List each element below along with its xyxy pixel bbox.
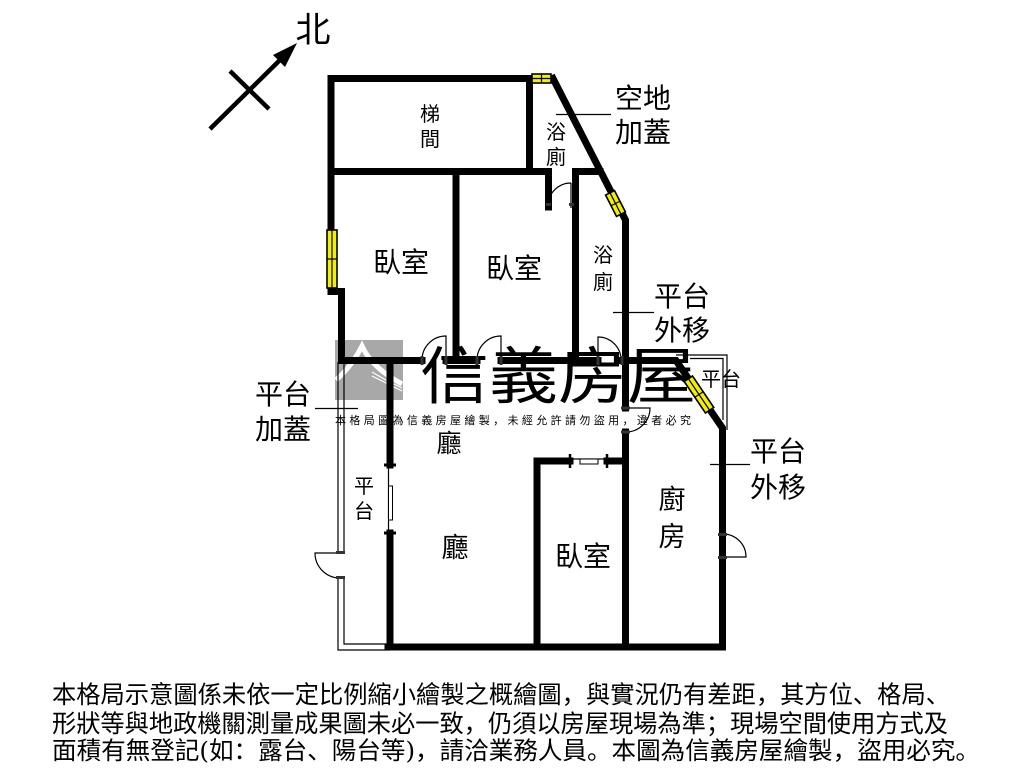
room-bathroom-right: 浴 廁 — [593, 243, 613, 294]
room-platform-left: 平 台 — [354, 474, 374, 523]
annotation-line: 外移 — [750, 471, 806, 504]
room-labels: 梯 間 浴 廁 臥室 臥室 浴 廁 平台 廳 平 台 廳 臥室 廚 房 — [354, 102, 741, 573]
compass-arrow-shaft — [208, 55, 285, 131]
annotation-line: 空地 — [615, 82, 671, 115]
room-label-line: 浴 — [593, 243, 613, 267]
annotation-platform-relocated-upper: 平台 外移 — [654, 280, 710, 347]
annotation-line: 平台 — [255, 378, 311, 411]
room-label-line: 浴 — [546, 120, 566, 144]
bedroom-bottom-window — [568, 454, 609, 468]
watermark-notice: 本格局圖為信義房屋繪製，未經允許請勿盜用，違者必究 — [335, 413, 691, 427]
annotation-platform-extension: 平台 加蓋 — [255, 378, 311, 446]
north-compass: 北 — [208, 11, 331, 131]
door-bedroom-left — [420, 335, 448, 365]
annotation-vacant-land-extension: 空地 加蓋 — [615, 82, 671, 149]
room-platform-right: 平台 — [701, 367, 741, 391]
room-living-lower: 廳 — [442, 533, 469, 564]
annotation-line: 加蓋 — [255, 413, 311, 446]
platform-outlines — [337, 354, 728, 651]
window-left — [326, 229, 338, 289]
room-label-line: 廁 — [593, 270, 613, 294]
door-platform — [314, 551, 345, 579]
living-room-window — [384, 463, 396, 535]
window-diagonal-upper — [604, 189, 627, 218]
annotation-line: 外移 — [654, 314, 710, 347]
annotation-line: 平台 — [750, 435, 806, 468]
door-kitchen-exterior — [718, 533, 747, 559]
room-label-line: 房 — [659, 522, 686, 553]
leader-lines — [315, 113, 750, 466]
compass-cross-line — [228, 69, 271, 111]
windows — [326, 73, 715, 415]
annotation-line: 平台 — [654, 280, 710, 313]
door-bathroom-top — [546, 182, 574, 208]
doors — [314, 182, 747, 579]
door-bathroom-right — [596, 336, 624, 365]
room-label-line: 平 — [354, 474, 374, 498]
annotation-platform-relocated-lower: 平台 外移 — [750, 435, 806, 504]
door-bedroom-middle — [475, 335, 503, 365]
annotation-line: 加蓋 — [615, 116, 671, 149]
room-label-line: 間 — [420, 127, 440, 151]
room-bedroom-middle: 臥室 — [486, 252, 542, 285]
room-bedroom-bottom: 臥室 — [555, 540, 611, 573]
annotations: 空地 加蓋 平台 外移 平台 加蓋 平台 外移 — [255, 82, 806, 504]
walls — [327, 73, 726, 651]
disclaimer-line: 面積有無登記(如：露台、陽台等)，請洽業務人員。本圖為信義房屋繪製，盜用必究。 — [52, 736, 980, 765]
room-label-line: 梯 — [420, 102, 440, 126]
room-bathroom-top: 浴 廁 — [546, 120, 566, 169]
door-kitchen-interior — [621, 406, 651, 434]
room-label-line: 台 — [354, 499, 374, 523]
north-arrow-icon — [273, 43, 297, 67]
disclaimer-line: 本格局示意圖係未依一定比例縮小繪製之概繪圖，與實況仍有差距，其方位、格局、 — [52, 680, 950, 709]
watermark: 信義房屋 本格局圖為信義房屋繪製，未經允許請勿盜用，違者必究 — [334, 340, 696, 427]
watermark-brand: 信義房屋 — [420, 340, 696, 413]
room-kitchen: 廚 房 — [659, 485, 686, 553]
room-label-line: 廚 — [659, 485, 686, 516]
disclaimer-line: 形狀等與地政機關測量成果圖未必一致，仍須以房屋現場為準；現場空間使用方式及 — [52, 709, 948, 738]
room-stairwell: 梯 間 — [420, 102, 440, 151]
compass-north-label: 北 — [295, 11, 330, 51]
room-bedroom-left: 臥室 — [373, 246, 429, 279]
window-diagonal-lower — [683, 374, 715, 415]
room-living-upper: 廳 — [436, 429, 461, 458]
disclaimer: 本格局示意圖係未依一定比例縮小繪製之概繪圖，與實況仍有差距，其方位、格局、 形狀… — [52, 680, 980, 765]
room-label-line: 廁 — [546, 145, 566, 169]
window-top — [531, 73, 552, 84]
